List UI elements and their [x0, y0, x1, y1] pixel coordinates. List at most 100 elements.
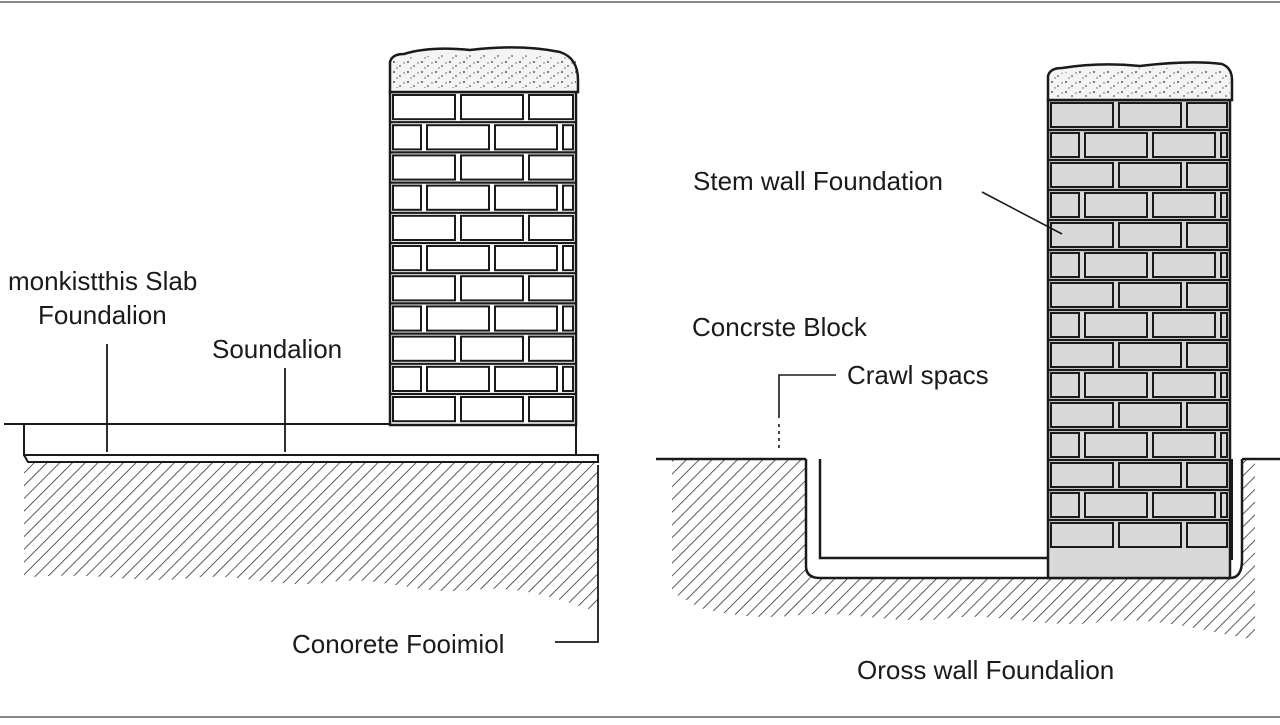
brick: [392, 335, 456, 362]
brick: [562, 305, 574, 332]
brick: [1084, 312, 1148, 338]
brick: [1050, 342, 1114, 368]
brick: [460, 275, 524, 302]
brick: [1152, 492, 1216, 518]
brick: [1050, 402, 1114, 428]
brick: [426, 365, 490, 392]
brick: [1084, 372, 1148, 398]
label-soundation: Soundalion: [212, 334, 343, 364]
leader-crawl-space: [778, 374, 836, 418]
brick: [1152, 252, 1216, 278]
brick: [528, 275, 574, 302]
brick: [392, 214, 456, 242]
brick: [1084, 432, 1148, 458]
slab-left: [23, 424, 599, 463]
brick: [392, 154, 456, 181]
brick: [1220, 192, 1228, 218]
brick: [1050, 432, 1080, 458]
brick: [1152, 192, 1216, 218]
brick: [562, 184, 574, 211]
brick: [392, 365, 422, 392]
brick: [1084, 492, 1148, 518]
brick: [1050, 462, 1114, 488]
brick: [460, 94, 524, 121]
brick: [1050, 522, 1114, 548]
brick: [1220, 132, 1228, 158]
brick: [1050, 132, 1080, 158]
brick: [1186, 522, 1228, 548]
brick: [460, 335, 524, 362]
brick: [1050, 312, 1080, 338]
brick: [1050, 282, 1114, 308]
brick: [528, 154, 574, 181]
brick: [494, 245, 558, 272]
brick: [562, 245, 574, 272]
brick: [1186, 462, 1228, 488]
brick: [1220, 252, 1228, 278]
leader-stem-wall: [981, 191, 1063, 235]
brick: [1186, 162, 1228, 188]
brick: [494, 124, 558, 151]
brick: [1118, 162, 1182, 188]
brick: [1220, 372, 1228, 398]
brick: [1050, 162, 1114, 188]
brick: [562, 124, 574, 151]
brick: [392, 305, 422, 332]
monolithic-slab-drawing: [4, 46, 599, 643]
brick: [426, 184, 490, 211]
brick: [528, 335, 574, 362]
leader-concrete-foundation: [555, 465, 599, 643]
brick: [1186, 282, 1228, 308]
brick: [1186, 342, 1228, 368]
brick: [1152, 372, 1216, 398]
label-monolithic-slab-line2: Foundalion: [38, 300, 167, 330]
label-stem-wall-foundation: Stem wall Foundation: [693, 166, 944, 196]
brick: [1118, 222, 1182, 248]
brick: [1118, 522, 1182, 548]
brick: [1084, 192, 1148, 218]
brick: [460, 154, 524, 181]
brick-wall-left: [388, 90, 578, 427]
brick: [392, 245, 422, 272]
brick: [494, 365, 558, 392]
brick: [1050, 372, 1080, 398]
brick: [528, 214, 574, 242]
concrete-block-wall: [1046, 98, 1232, 580]
label-monolithic-slab-line1: monkistthis Slab: [8, 266, 198, 296]
crawl-space-floor: [818, 459, 1048, 560]
label-concrete-block: Concrste Block: [692, 312, 867, 342]
brick: [1186, 402, 1228, 428]
brick: [426, 305, 490, 332]
brick: [460, 214, 524, 242]
brick: [1050, 492, 1080, 518]
brick: [1050, 102, 1114, 128]
brick: [1220, 312, 1228, 338]
trench-outline: [804, 459, 1244, 580]
soil-hatch-left: [24, 462, 598, 612]
brick: [528, 94, 574, 121]
brick: [1118, 102, 1182, 128]
brick: [392, 94, 456, 121]
brick: [1186, 102, 1228, 128]
brick: [392, 184, 422, 211]
brick: [1186, 222, 1228, 248]
brick: [494, 305, 558, 332]
brick: [562, 365, 574, 392]
brick: [392, 275, 456, 302]
brick: [1050, 192, 1080, 218]
brick: [1220, 492, 1228, 518]
brick: [528, 396, 574, 423]
brick: [426, 124, 490, 151]
brick: [1152, 432, 1216, 458]
brick: [392, 396, 456, 423]
brick: [460, 396, 524, 423]
label-crawl-space: Crawl spacs: [847, 360, 989, 390]
brick: [1084, 132, 1148, 158]
brick: [1118, 282, 1182, 308]
brick: [494, 184, 558, 211]
brick: [1152, 132, 1216, 158]
brick: [1118, 342, 1182, 368]
brick: [392, 124, 422, 151]
